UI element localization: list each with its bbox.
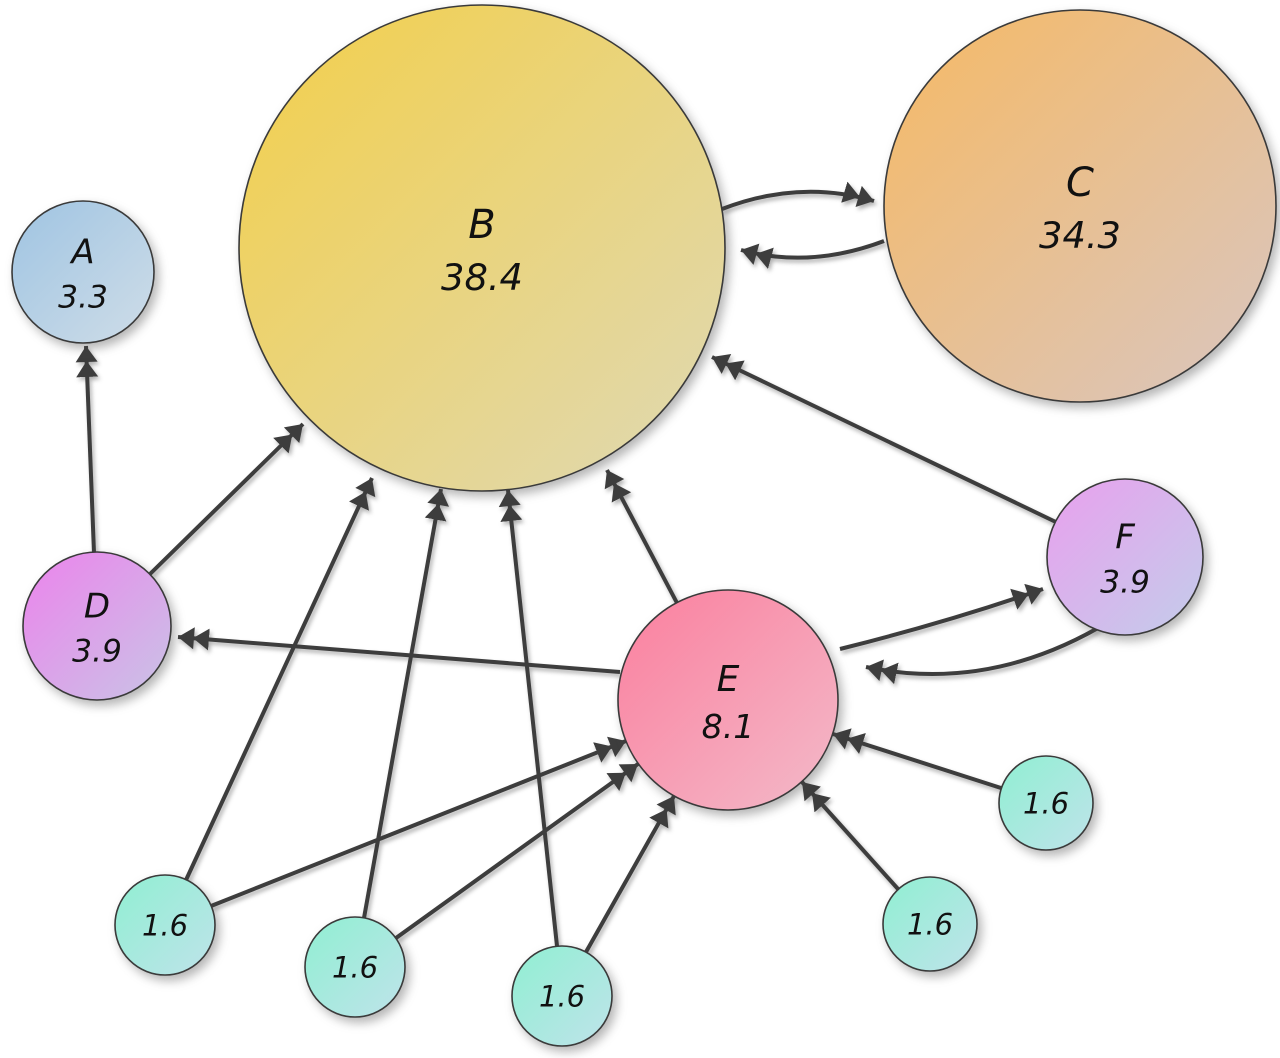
node-label-B: B bbox=[468, 202, 495, 248]
node-circle-C bbox=[883, 9, 1277, 403]
edge-G3-to-B bbox=[498, 489, 559, 947]
node-value-G4: 1.6 bbox=[907, 907, 953, 941]
node-circle-E bbox=[617, 589, 839, 811]
node-D: D 3.9 bbox=[22, 551, 172, 701]
node-B: B 38.4 bbox=[238, 4, 726, 492]
node-value-C: 34.3 bbox=[1039, 214, 1121, 257]
node-circle-A bbox=[11, 200, 155, 344]
edge-D-to-B bbox=[148, 422, 305, 576]
edge-layer bbox=[75, 181, 1099, 953]
edge-G1-to-B bbox=[184, 477, 376, 881]
node-label-D: D bbox=[84, 587, 110, 627]
edge-F-to-E bbox=[865, 626, 1099, 685]
node-circle-G3 bbox=[511, 945, 613, 1047]
node-value-G3: 1.6 bbox=[539, 979, 585, 1013]
node-circle-G4 bbox=[882, 876, 978, 972]
edge-E-to-B bbox=[604, 469, 679, 604]
node-value-D: 3.9 bbox=[72, 634, 122, 670]
node-C: C 34.3 bbox=[883, 9, 1277, 403]
edge-G3-to-E bbox=[584, 795, 676, 953]
node-value-G5: 1.6 bbox=[1023, 786, 1069, 820]
node-G3: 1.6 bbox=[511, 945, 613, 1047]
edge-C-to-B bbox=[740, 239, 885, 269]
edge-G5-to-E bbox=[832, 728, 1002, 790]
node-value-B: 38.4 bbox=[441, 256, 523, 299]
edge-G1-to-E bbox=[210, 736, 627, 908]
node-value-E: 8.1 bbox=[702, 707, 755, 746]
edge-G4-to-E bbox=[800, 780, 900, 891]
node-G4: 1.6 bbox=[882, 876, 978, 972]
node-label-F: F bbox=[1115, 518, 1135, 558]
node-value-G2: 1.6 bbox=[332, 950, 378, 984]
node-circle-G1 bbox=[114, 874, 216, 976]
node-circle-B bbox=[238, 4, 726, 492]
node-G1: 1.6 bbox=[114, 874, 216, 976]
node-circle-D bbox=[22, 551, 172, 701]
edge-E-to-D bbox=[177, 627, 621, 674]
edge-G2-to-E bbox=[394, 762, 640, 940]
edge-D-to-A bbox=[75, 345, 99, 554]
node-label-C: C bbox=[1066, 160, 1094, 206]
node-value-A: 3.3 bbox=[58, 280, 108, 316]
node-E: E 8.1 bbox=[617, 589, 839, 811]
node-circle-G2 bbox=[304, 916, 406, 1018]
node-layer: A 3.3 B 38.4 C 34.3D 3.9E 8.1 F 3.9 1.6 1.6 1.6 1.6 1.… bbox=[11, 4, 1277, 1047]
node-value-G1: 1.6 bbox=[142, 908, 188, 942]
node-G5: 1.6 bbox=[998, 755, 1094, 851]
node-value-F: 3.9 bbox=[1100, 565, 1150, 601]
node-label-A: A bbox=[69, 233, 94, 273]
edge-G2-to-B bbox=[362, 488, 450, 919]
edge-B-to-C bbox=[721, 181, 875, 211]
node-circle-G5 bbox=[998, 755, 1094, 851]
node-F: F 3.9 bbox=[1046, 478, 1204, 636]
edge-F-to-B bbox=[711, 354, 1061, 526]
node-G2: 1.6 bbox=[304, 916, 406, 1018]
edge-E-to-F bbox=[839, 583, 1044, 651]
node-label-E: E bbox=[717, 659, 740, 700]
node-circle-F bbox=[1046, 478, 1204, 636]
node-A: A 3.3 bbox=[11, 200, 155, 344]
